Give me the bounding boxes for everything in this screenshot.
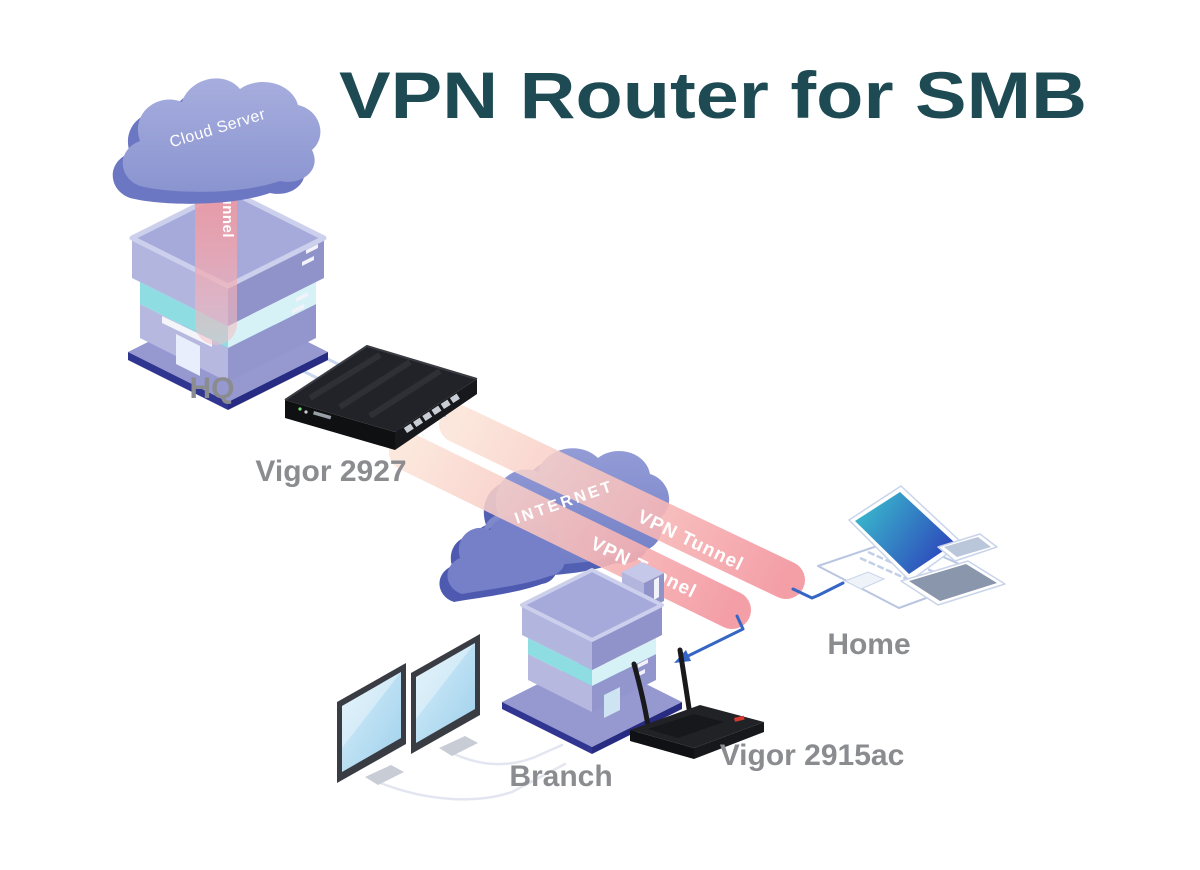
vigor-2915ac-label: Vigor 2915ac <box>720 739 905 772</box>
cloud-server: Cloud Server <box>112 78 321 204</box>
hq-platform-side-left <box>128 352 228 410</box>
vigor-2927-label: Vigor 2927 <box>255 455 406 488</box>
router-ports <box>403 393 460 434</box>
tablet-icon <box>900 560 1006 606</box>
monitor-icon <box>411 634 480 756</box>
branch-monitors <box>337 634 480 785</box>
vigor-2915ac-router <box>630 647 764 759</box>
hq-label: HQ <box>190 372 235 405</box>
antenna-icon <box>631 661 651 729</box>
vigor-2927-router <box>284 344 478 450</box>
branch-lan-lines <box>376 743 567 801</box>
router-logo-mark <box>313 411 332 420</box>
home-label: Home <box>827 628 910 661</box>
page-title: VPN Router for SMB <box>339 58 1087 132</box>
home-connector-line <box>791 581 845 600</box>
phone-icon <box>937 533 998 562</box>
branch-label: Branch <box>509 760 612 793</box>
hq-platform-side-right <box>228 352 328 410</box>
home-devices <box>817 485 1006 609</box>
router-red-accent <box>734 715 745 722</box>
monitor-icon <box>337 663 406 785</box>
